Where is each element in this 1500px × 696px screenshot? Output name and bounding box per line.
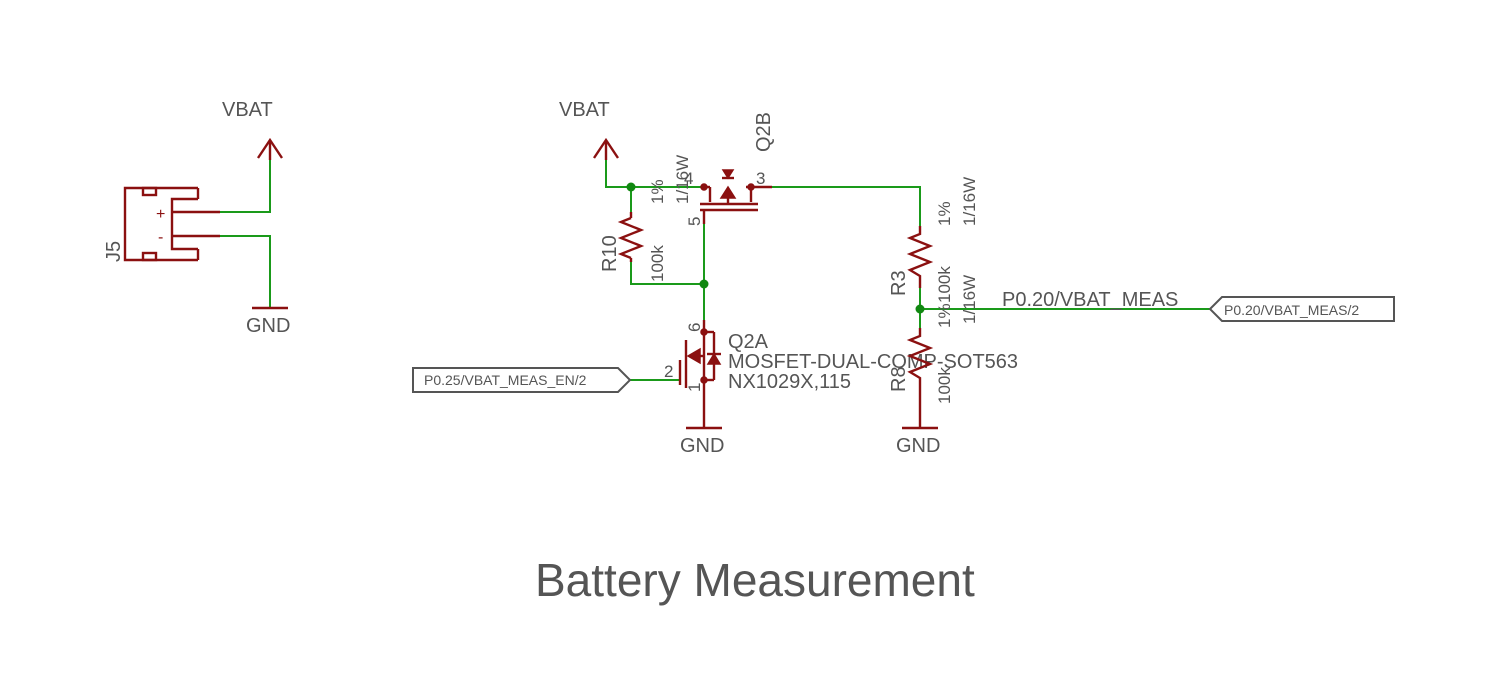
vbat-left-label: VBAT: [222, 99, 273, 121]
port-meas-en: P0.25/VBAT_MEAS_EN/2: [412, 367, 632, 393]
port-meas: P0.20/VBAT_MEAS/2: [1208, 296, 1395, 322]
r8-power: 1/16W: [960, 275, 979, 324]
junction-vbat: [626, 182, 636, 192]
gnd-q2a-label: GND: [680, 435, 724, 457]
gnd-r8-label: GND: [896, 435, 940, 457]
vbat-left-symbol: VBAT: [222, 99, 283, 160]
meas-net-label: P0.20/VBAT_MEAS: [1002, 289, 1178, 311]
port-meas-en-label: P0.25/VBAT_MEAS_EN/2: [424, 372, 587, 388]
r3-ref: R3: [888, 270, 910, 296]
q2a-part: MOSFET-DUAL-COMP-SOT563: [728, 351, 1018, 373]
q2a-value: NX1029X,115: [728, 371, 851, 393]
q2a-pin-drain: 6: [685, 323, 704, 332]
wire-j5-vbat: [198, 160, 271, 213]
r10-value: 100k: [648, 245, 667, 282]
vbat-mid-label: VBAT: [559, 99, 610, 121]
j5-minus-label: -: [158, 229, 163, 246]
gnd-r8-symbol: GND: [896, 426, 940, 457]
mosfet-q2a: 6 2 1 Q2A MOSFET-DUAL-COMP-SOT563 NX1029…: [664, 320, 1018, 428]
q2a-pin-source: 1: [685, 383, 704, 392]
page-title: Battery Measurement: [535, 554, 975, 606]
r8-ref: R8: [888, 366, 910, 392]
j5-plus-label: +: [156, 206, 165, 223]
q2a-pin-gate: 2: [664, 362, 673, 381]
gnd-q2a-symbol: GND: [680, 426, 724, 457]
r10-tolerance: 1%: [648, 179, 667, 204]
wire-r10-bottom: [630, 262, 704, 285]
q2b-ref: Q2B: [753, 112, 775, 152]
r8-value: 100k: [935, 367, 954, 404]
resistor-r10: R10 100k 1% 1/16W: [599, 155, 692, 282]
wire-vbat-q2b: [605, 160, 704, 188]
gnd-left-symbol: GND: [246, 306, 290, 337]
r10-ref: R10: [599, 235, 621, 272]
gnd-left-label: GND: [246, 315, 290, 337]
mosfet-q2b: 4 3 5 Q2B: [684, 112, 775, 226]
wire-q2b-r3: [772, 186, 921, 226]
r3-power: 1/16W: [960, 177, 979, 226]
port-meas-label: P0.20/VBAT_MEAS/2: [1224, 302, 1359, 318]
r10-power: 1/16W: [673, 155, 692, 204]
vbat-mid-symbol: VBAT: [559, 99, 619, 160]
resistor-r8: R8 100k 1% 1/16W: [888, 275, 979, 428]
j5-ref: J5: [103, 241, 125, 262]
junction-gate: [699, 279, 709, 289]
junction-meas: [915, 304, 925, 314]
r8-tolerance: 1%: [935, 303, 954, 328]
wire-j5-gnd: [198, 235, 271, 308]
q2b-pin-gate: 5: [685, 217, 704, 226]
r3-tolerance: 1%: [935, 201, 954, 226]
wires: [198, 160, 1210, 381]
q2b-pin-drain: 3: [756, 169, 765, 188]
q2b-pin-source: 4: [684, 169, 693, 188]
r3-value: 100k: [935, 266, 954, 303]
q2a-ref: Q2A: [728, 331, 769, 353]
resistor-r3: R3 100k 1% 1/16W: [888, 177, 979, 303]
connector-j5: + - J5: [103, 186, 220, 262]
